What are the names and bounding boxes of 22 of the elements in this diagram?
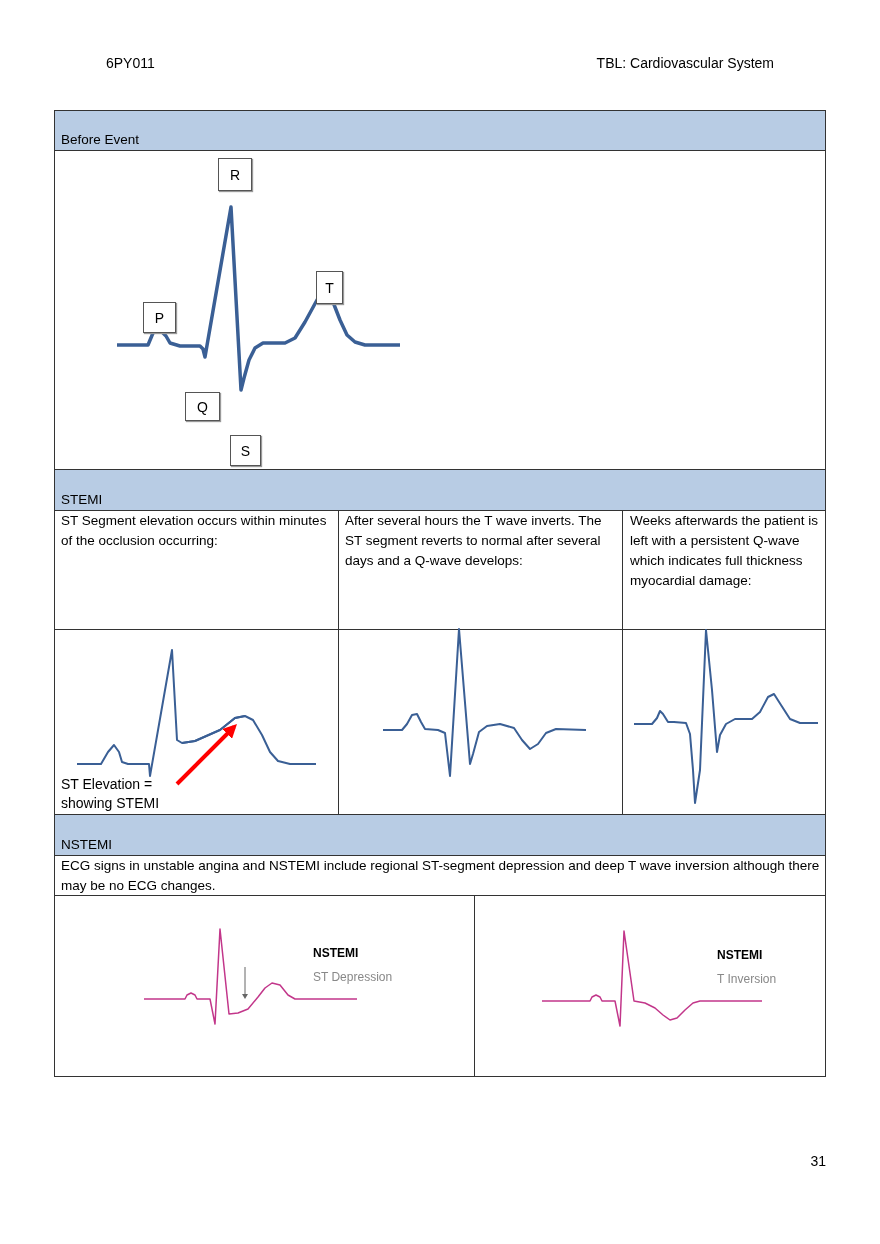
- page-header-text: 6PY011: [106, 54, 156, 73]
- image-caption: T Inversion: [717, 971, 778, 987]
- cell-text: ST Segment elevation occurs within minutes of the occlusion occurring:: [61, 512, 328, 550]
- st-segment: [181, 715, 246, 744]
- wave-label: S: [230, 435, 261, 466]
- section-heading: Before Event: [61, 131, 141, 149]
- section-heading: NSTEMI: [61, 836, 113, 854]
- annotation-text: ST Elevation = showing STEMI: [61, 775, 177, 813]
- page-header-text: TBL: Cardiovascular System: [595, 54, 774, 73]
- cell-text: Weeks afterwards the patient is left with a persistent Q-wave which indicates full thickness myocardial damage:: [630, 512, 820, 590]
- cell-text: After several hours the T wave inverts. The ST segment reverts to normal after several days and a Q-wave develops:: [345, 512, 603, 570]
- page-number: 31: [809, 1152, 826, 1171]
- wave-label: T: [316, 271, 343, 304]
- wave-label: R: [218, 158, 252, 191]
- wave-label: Q: [185, 392, 220, 421]
- image-caption: NSTEMI: [313, 945, 360, 961]
- image-caption: NSTEMI: [717, 947, 764, 963]
- wave-label: P: [143, 302, 176, 333]
- section-heading: STEMI: [61, 491, 104, 509]
- arrow: [175, 724, 237, 786]
- image-caption: ST Depression: [313, 969, 394, 985]
- cell-text: ECG signs in unstable angina and NSTEMI include regional ST-segment depression and deep T wave inversion although there may be no ECG changes.: [61, 857, 821, 895]
